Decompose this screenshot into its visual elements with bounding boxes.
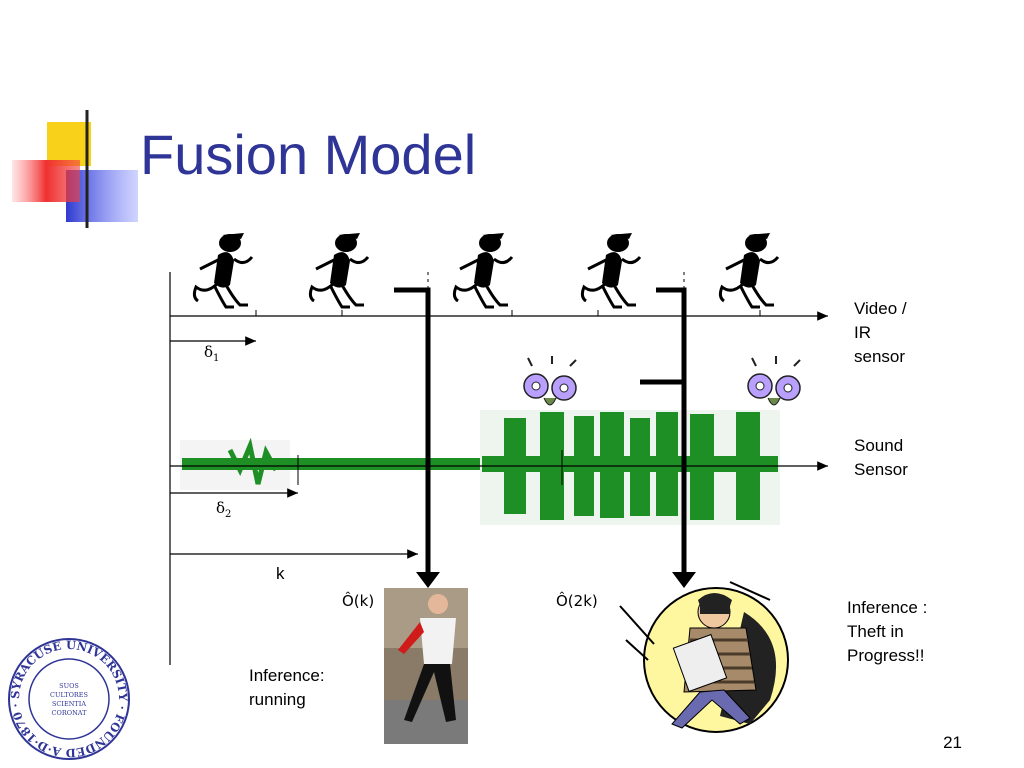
running-man-icon xyxy=(580,231,642,309)
svg-text:SUOS: SUOS xyxy=(59,682,79,690)
title-decoration xyxy=(0,100,1024,230)
sound-sensor-label: Sound Sensor xyxy=(854,434,908,482)
o-k-label: Ô(k) xyxy=(342,592,375,610)
video-sensor-label: Video / IR sensor xyxy=(854,297,907,369)
university-seal-logo: SYRACUSE UNIVERSITY · FOUNDED A·D·1870 ·… xyxy=(6,636,132,767)
title-decoration-svg xyxy=(12,110,960,228)
svg-text:CORONAT: CORONAT xyxy=(52,709,88,717)
delta2-subscript: 2 xyxy=(225,509,232,520)
inference-theft-line-1: Inference : xyxy=(847,598,928,617)
seal-svg: SYRACUSE UNIVERSITY · FOUNDED A·D·1870 ·… xyxy=(8,638,130,760)
svg-text:SCIENTIA: SCIENTIA xyxy=(52,700,86,708)
inference-theft-line-3: Progress!! xyxy=(847,646,925,665)
delta1-symbol: δ xyxy=(204,343,214,361)
k-label: k xyxy=(276,564,285,583)
delta2-symbol: δ xyxy=(216,499,226,517)
delta2-label: δ2 xyxy=(216,499,231,520)
running-man-icon xyxy=(718,231,780,309)
alarm-clock-icon xyxy=(523,355,577,406)
inference-running-line-2: running xyxy=(249,690,306,709)
sound-sensor-line-1: Sound xyxy=(854,436,904,455)
running-man-icon xyxy=(308,231,370,309)
inference-theft-label: Inference : Theft in Progress!! xyxy=(847,596,927,668)
slide-title: Fusion Model xyxy=(140,123,477,186)
running-man-icon xyxy=(452,231,514,309)
video-sensor-line-1: Video / xyxy=(854,299,907,318)
video-sensor-line-3: sensor xyxy=(854,347,906,366)
runner-photo xyxy=(384,588,468,744)
inference-theft-line-2: Theft in xyxy=(847,622,904,641)
svg-text:CULTORES: CULTORES xyxy=(50,691,88,699)
delta1-label: δ1 xyxy=(204,343,219,364)
delta1-subscript: 1 xyxy=(213,353,220,364)
burglar-clipart xyxy=(619,581,789,733)
o-2k-label: Ô(2k) xyxy=(556,592,598,610)
sound-sensor-line-2: Sensor xyxy=(854,460,908,479)
running-man-icon xyxy=(192,231,254,309)
alarm-clock-icon xyxy=(747,355,801,406)
video-sensor-line-2: IR xyxy=(854,323,871,342)
inference-running-line-1: Inference: xyxy=(249,666,325,685)
page-number: 21 xyxy=(943,733,962,752)
inference-running-label: Inference: running xyxy=(249,664,325,712)
